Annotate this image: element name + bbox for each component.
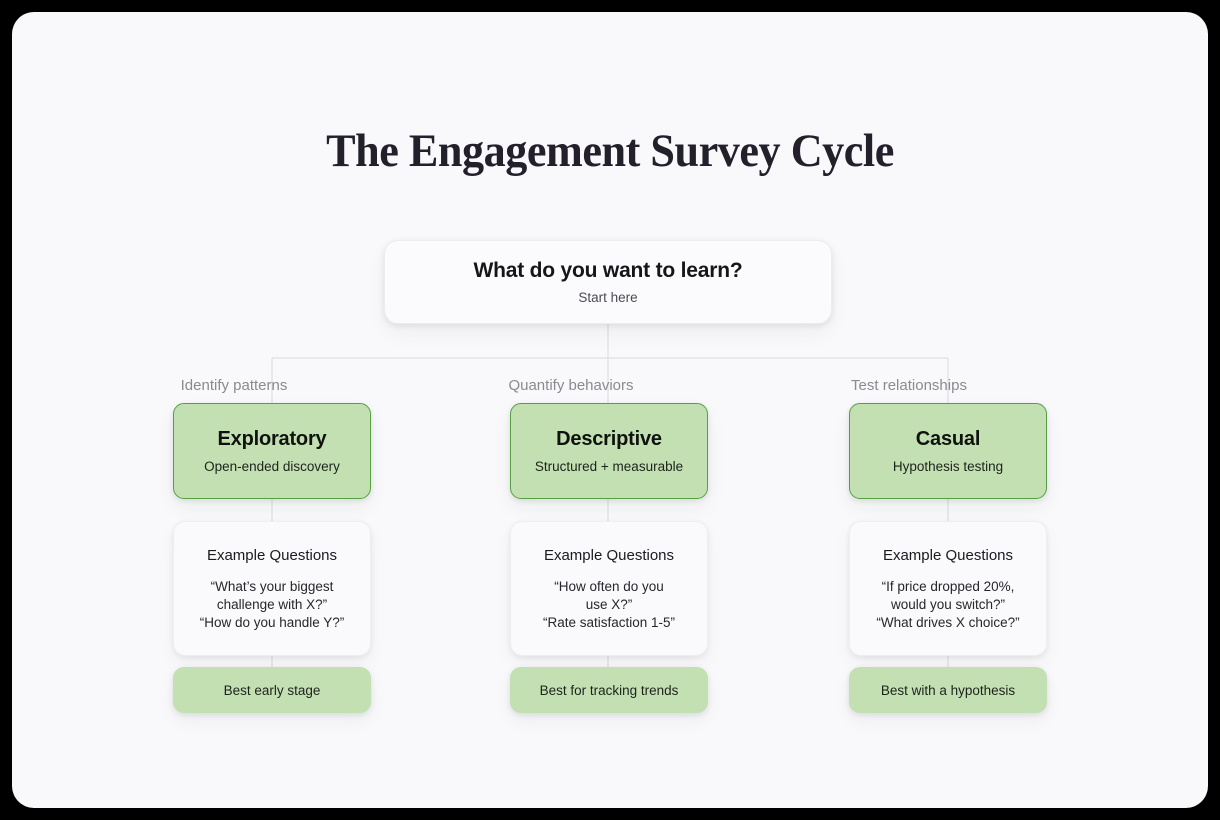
- type-card-title: Descriptive: [556, 428, 662, 450]
- question-card-exploratory[interactable]: Example Questions “What’s your biggest c…: [173, 521, 371, 656]
- question-card-heading: Example Questions: [206, 547, 338, 564]
- question-card-lines: “What’s your biggest challenge with X?” …: [200, 578, 345, 632]
- question-line: “Rate satisfaction 1-5”: [542, 615, 676, 630]
- type-card-subtitle: Structured + measurable: [534, 459, 684, 474]
- pill-exploratory[interactable]: Best early stage: [173, 667, 371, 713]
- question-line: “What drives X choice?”: [876, 615, 1020, 630]
- question-line: “How often do you: [554, 579, 664, 594]
- question-card-lines: “If price dropped 20%, would you switch?…: [876, 578, 1019, 632]
- type-card-descriptive[interactable]: Descriptive Structured + measurable: [510, 403, 708, 499]
- question-card-heading: Example Questions: [882, 547, 1014, 564]
- root-card[interactable]: What do you want to learn? Start here: [384, 240, 832, 324]
- type-card-exploratory[interactable]: Exploratory Open-ended discovery: [173, 403, 371, 499]
- root-card-title: What do you want to learn?: [473, 259, 743, 282]
- pill-descriptive[interactable]: Best for tracking trends: [510, 667, 708, 713]
- question-line: “If price dropped 20%,: [881, 579, 1015, 594]
- question-line: “What’s your biggest: [210, 579, 334, 594]
- type-card-casual[interactable]: Casual Hypothesis testing: [849, 403, 1047, 499]
- branch-label-descriptive: Quantify behaviors: [508, 377, 634, 394]
- type-card-subtitle: Open-ended discovery: [204, 459, 340, 474]
- question-card-lines: “How often do you use X?” “Rate satisfac…: [543, 578, 675, 632]
- type-card-subtitle: Hypothesis testing: [892, 459, 1004, 474]
- question-card-casual[interactable]: Example Questions “If price dropped 20%,…: [849, 521, 1047, 656]
- question-card-heading: Example Questions: [543, 547, 675, 564]
- question-line: “How do you handle Y?”: [199, 615, 345, 630]
- question-line: challenge with X?”: [216, 597, 328, 612]
- question-card-descriptive[interactable]: Example Questions “How often do you use …: [510, 521, 708, 656]
- diagram-panel: The Engagement Survey Cycle What do you …: [12, 12, 1208, 808]
- branch-label-casual: Test relationships: [851, 377, 967, 394]
- root-card-subtitle: Start here: [578, 290, 638, 305]
- page-title: The Engagement Survey Cycle: [326, 125, 894, 177]
- question-line: would you switch?”: [890, 597, 1006, 612]
- pill-casual[interactable]: Best with a hypothesis: [849, 667, 1047, 713]
- branch-label-exploratory: Identify patterns: [180, 377, 288, 394]
- question-line: use X?”: [585, 597, 633, 612]
- type-card-title: Exploratory: [217, 428, 327, 450]
- type-card-title: Casual: [915, 428, 981, 450]
